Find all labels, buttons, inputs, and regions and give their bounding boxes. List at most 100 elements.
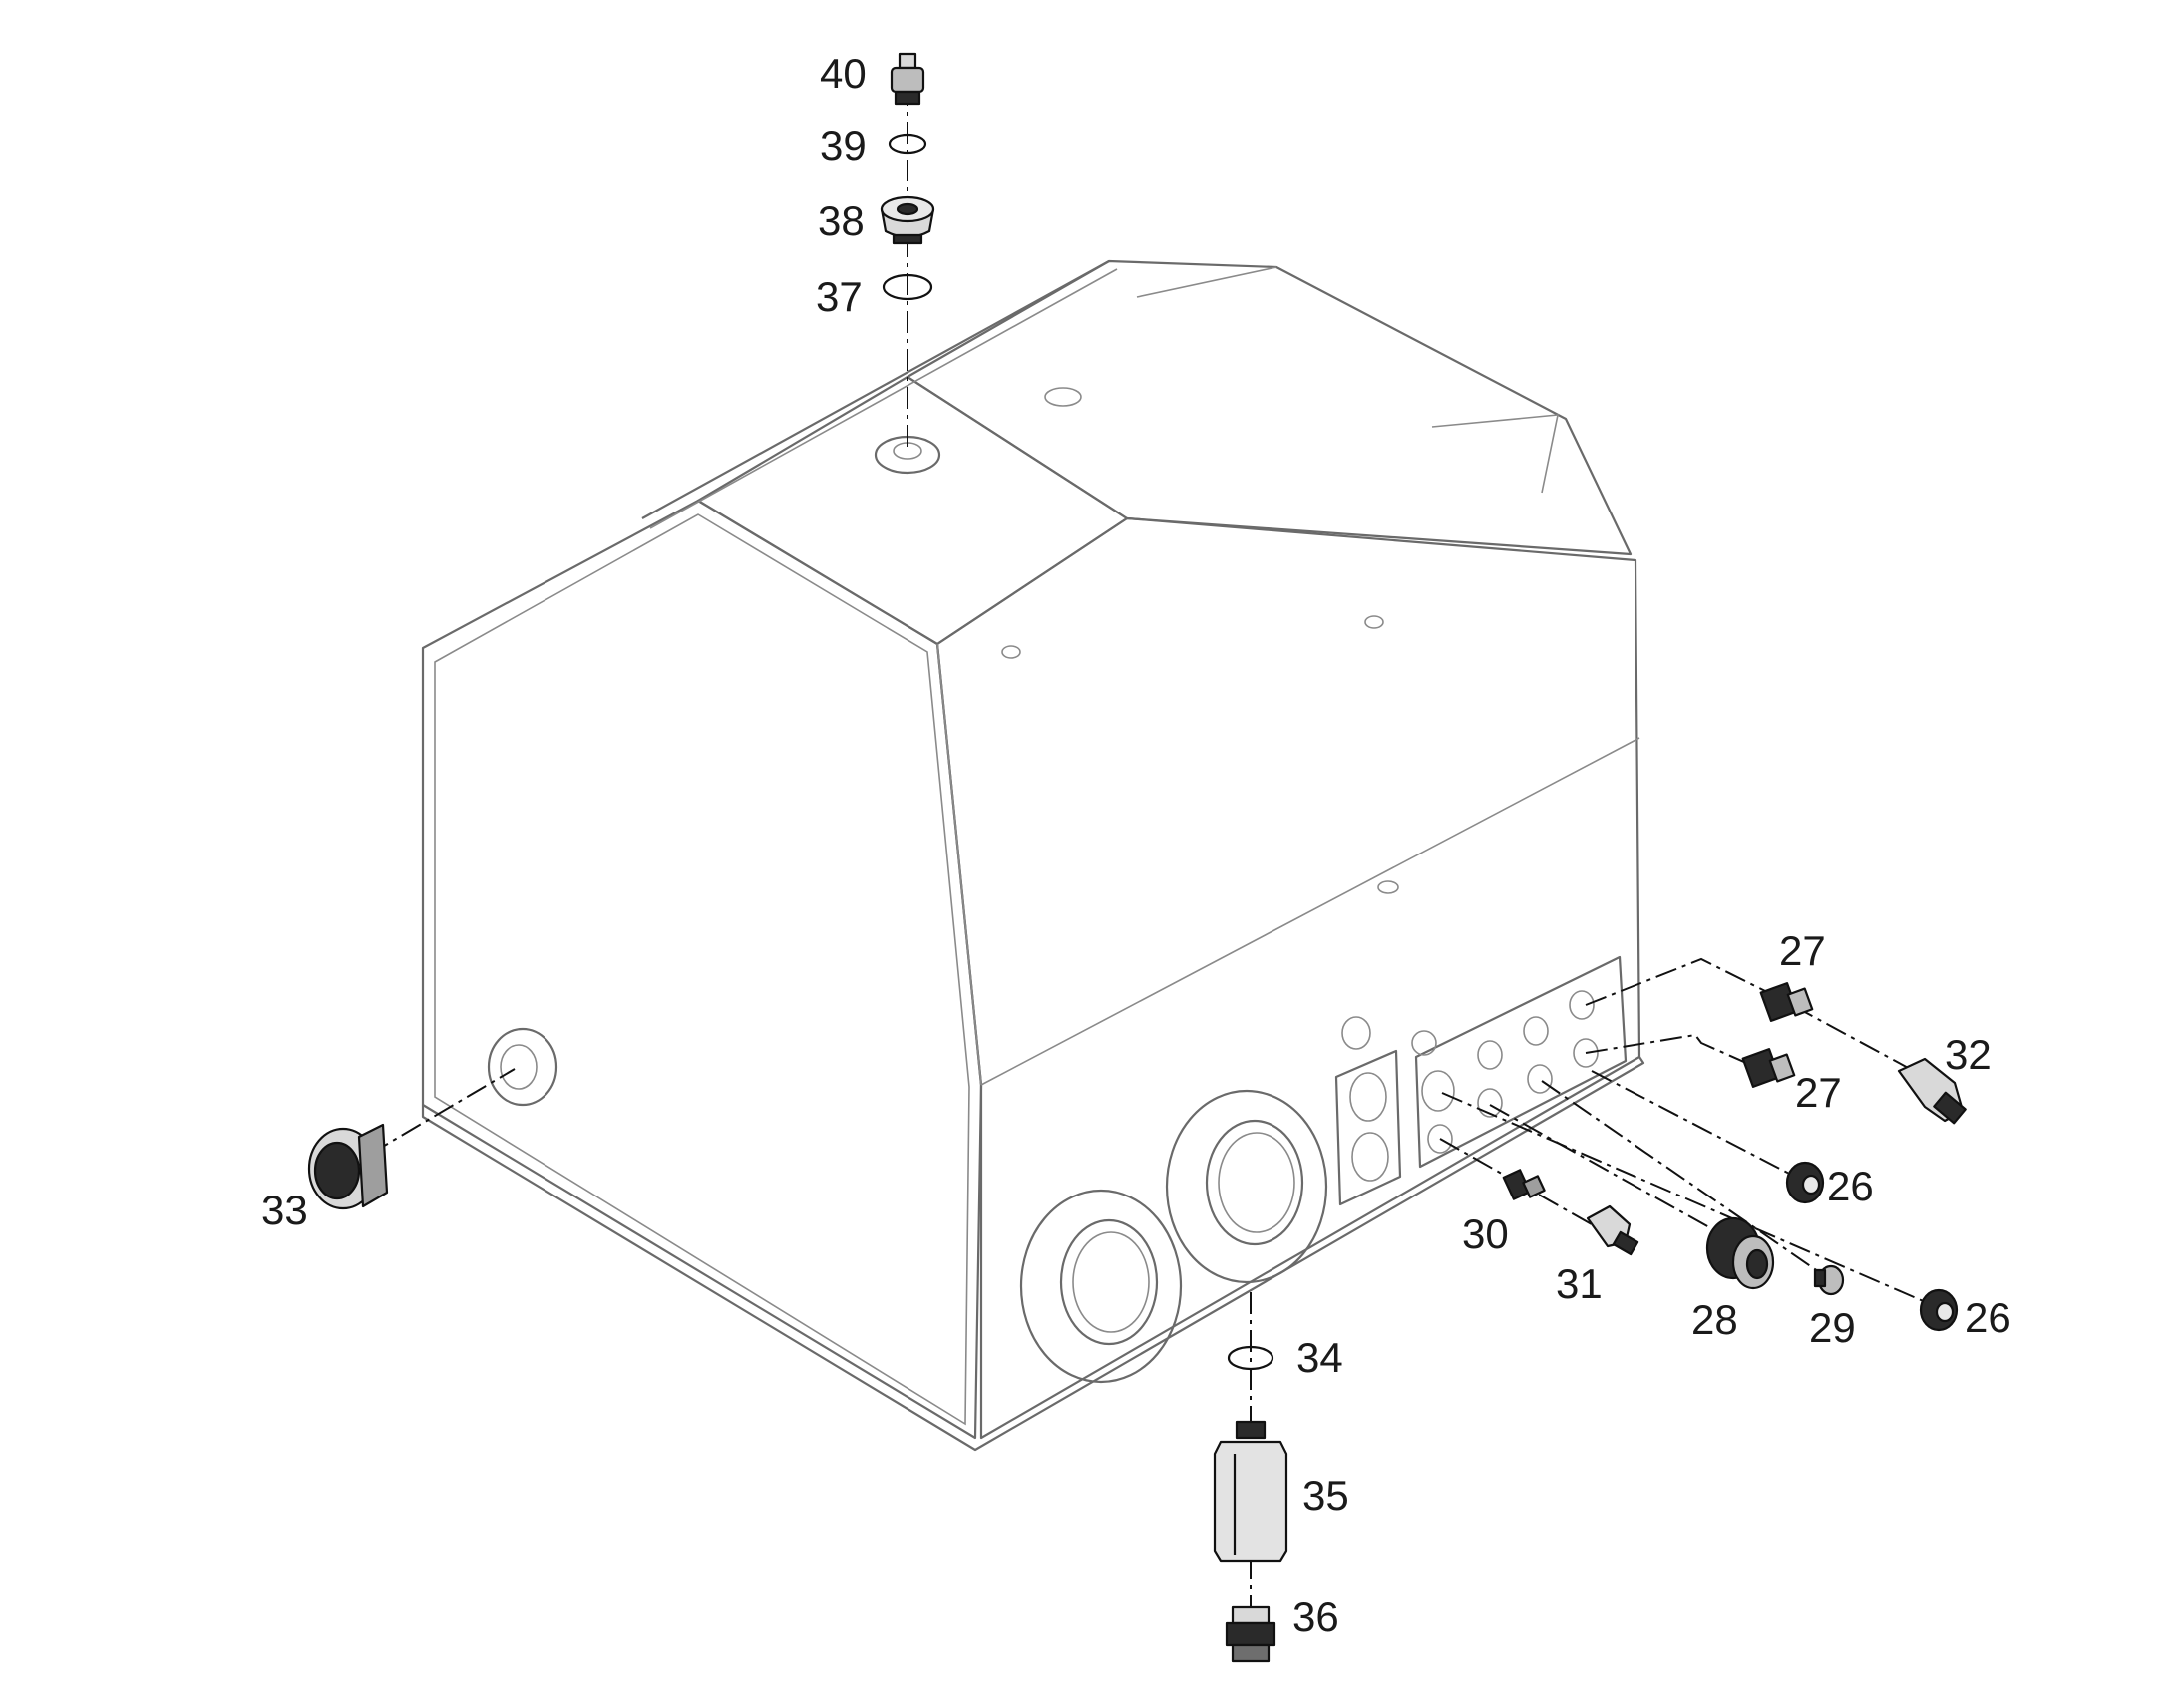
part-35-filter — [1213, 1420, 1288, 1563]
part-32-elbow — [1897, 1057, 1967, 1125]
part-30-nose — [1522, 1175, 1546, 1198]
part-38-bore — [896, 202, 919, 216]
front-port-left-inner — [1072, 1231, 1150, 1333]
leader-33 — [368, 1068, 516, 1156]
tank-upper-box — [906, 259, 1633, 556]
part-27a-nose — [1786, 987, 1814, 1017]
front-port-right-bore — [1205, 1119, 1304, 1246]
part-26b-plug — [1919, 1288, 1959, 1332]
callout-31: 31 — [1556, 1260, 1603, 1307]
leader-lines — [368, 84, 1936, 1635]
tank-top-lid — [696, 375, 1129, 646]
callout-32: 32 — [1945, 1031, 1992, 1078]
part-37-oring — [882, 273, 933, 301]
callout-26b: 26 — [1965, 1294, 2011, 1341]
tank-upper-ridge — [1136, 266, 1277, 298]
part-31-elbow — [1586, 1204, 1639, 1256]
callout-39: 39 — [820, 122, 867, 169]
sight-glass-plate — [1334, 1049, 1402, 1206]
tank-top-rail-edge — [649, 268, 1118, 529]
port-block-hole-5 — [1523, 1016, 1549, 1046]
port-block-plate — [1414, 955, 1628, 1169]
leader-28 — [1489, 1104, 1726, 1237]
front-port-right-flange — [1165, 1089, 1328, 1284]
callout-34: 34 — [1296, 1334, 1343, 1381]
callout-35: 35 — [1302, 1472, 1349, 1519]
callouts: 40 39 38 37 33 34 35 36 27 27 32 26 26 2… — [261, 50, 2011, 1640]
part-28-adapter — [1705, 1216, 1775, 1290]
port-block-hole-3 — [1477, 1040, 1503, 1070]
part-26b-face — [1935, 1301, 1955, 1323]
lid-vent — [1044, 387, 1082, 407]
callout-33: 33 — [261, 1187, 308, 1233]
hydraulic-tank — [421, 259, 1645, 1452]
part-40-thread — [894, 90, 921, 106]
callout-36: 36 — [1292, 1593, 1339, 1640]
tank-top-rail — [641, 260, 1110, 519]
part-40-body — [890, 66, 925, 94]
part-40-stem — [898, 52, 917, 70]
port-block-hole-6 — [1527, 1064, 1553, 1094]
part-27a-fitting — [1759, 982, 1814, 1022]
sight-glass-top-boss — [1341, 1016, 1371, 1050]
leader-27b — [1585, 1033, 1756, 1068]
callout-27b: 27 — [1795, 1069, 1842, 1116]
stud-3 — [1377, 880, 1399, 894]
callout-27a: 27 — [1779, 927, 1826, 974]
callout-30: 30 — [1462, 1210, 1509, 1257]
tank-base-lip — [421, 1056, 1645, 1452]
part-36-hex — [1225, 1621, 1276, 1647]
part-30-fitting — [1502, 1169, 1546, 1200]
front-port-left-flange — [1019, 1189, 1183, 1384]
leader-29 — [1541, 1080, 1826, 1277]
part-38-thread — [892, 233, 923, 245]
callout-37: 37 — [816, 273, 863, 320]
port-block-hole-7 — [1569, 990, 1595, 1020]
part-35-thread — [1235, 1420, 1267, 1440]
front-port-right-inner — [1218, 1132, 1295, 1233]
part-32-nut — [1933, 1091, 1967, 1125]
part-29-plug — [1813, 1264, 1845, 1296]
part-29-hex — [1813, 1268, 1827, 1288]
tank-left-face — [421, 499, 983, 1440]
side-port-hole — [500, 1044, 538, 1090]
part-38-adapter — [880, 195, 935, 245]
stud-1 — [1001, 645, 1021, 659]
callout-28: 28 — [1691, 1296, 1738, 1343]
callout-40: 40 — [820, 50, 867, 97]
part-28-bore — [1745, 1248, 1769, 1280]
part-40-breather — [890, 52, 925, 106]
leader-26b — [1441, 1092, 1936, 1307]
sight-glass-upper — [1349, 1072, 1387, 1122]
part-36-fitting — [1225, 1605, 1276, 1663]
part-33-inner — [313, 1141, 361, 1200]
part-36-top — [1231, 1605, 1271, 1625]
callout-38: 38 — [818, 197, 865, 244]
tank-front-edge — [936, 643, 982, 1086]
part-35-body — [1213, 1440, 1288, 1563]
part-34-washer — [1227, 1345, 1274, 1371]
leader-27a-32 — [1585, 957, 1926, 1078]
part-27b-fitting — [1741, 1048, 1796, 1088]
stud-2 — [1364, 615, 1384, 629]
part-31-nut — [1612, 1230, 1639, 1256]
part-36-thread — [1231, 1643, 1271, 1663]
port-block-top-boss — [1411, 1030, 1437, 1056]
callout-29: 29 — [1809, 1304, 1856, 1351]
tank-seam — [980, 737, 1640, 1086]
side-port-ring — [487, 1027, 558, 1107]
port-block-hole-8 — [1573, 1038, 1599, 1068]
part-27b-nose — [1768, 1053, 1796, 1083]
callout-26a: 26 — [1827, 1163, 1874, 1209]
tank-left-face-inner — [434, 513, 970, 1426]
front-port-left-bore — [1059, 1218, 1159, 1346]
tank-upper-step — [1431, 414, 1560, 494]
port-block-hole-2 — [1427, 1124, 1453, 1154]
part-26a-plug — [1785, 1161, 1825, 1204]
part-33-thread — [357, 1123, 389, 1208]
port-block-hole-4 — [1477, 1088, 1503, 1118]
part-39-oring — [888, 133, 927, 155]
sight-glass-lower — [1351, 1132, 1389, 1182]
leader-26a — [1591, 1070, 1796, 1178]
